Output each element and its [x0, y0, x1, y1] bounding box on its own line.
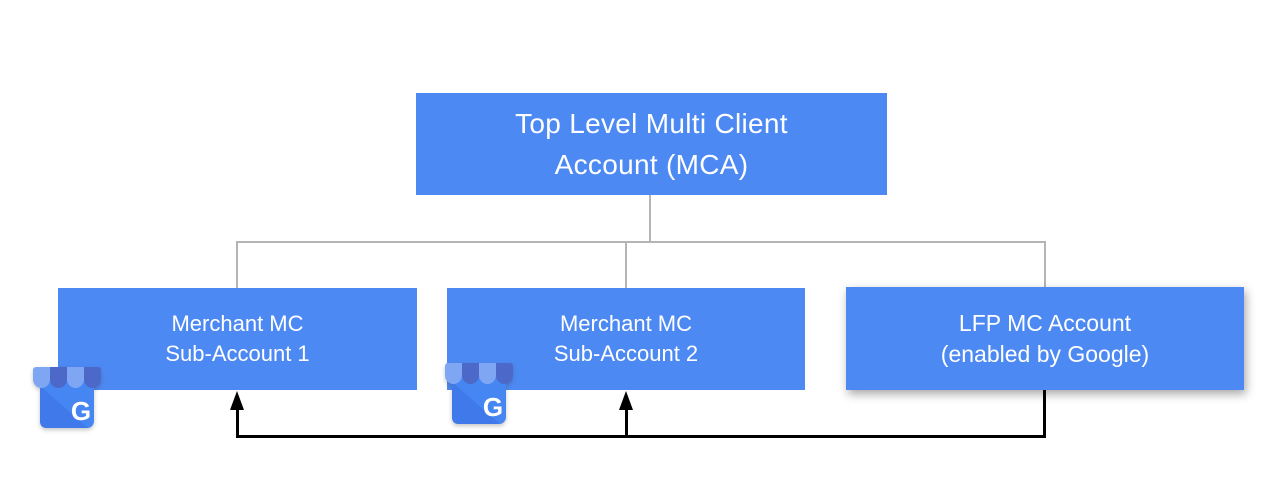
arrow-up-icon-sub2 — [619, 391, 633, 410]
tree-connector-horizontal — [236, 241, 1046, 243]
storefront-fold — [40, 386, 88, 428]
node-label-line: Merchant MC — [171, 311, 304, 336]
storefront-fold — [452, 382, 500, 424]
business-profile-icon: G — [33, 367, 101, 428]
business-profile-icon: G — [445, 363, 513, 424]
tree-connector-drop-sub1 — [236, 241, 238, 288]
node-label-line: Account (MCA) — [554, 149, 749, 180]
awning-stripe — [479, 363, 496, 384]
flow-line-up-sub2 — [625, 406, 628, 437]
awning-stripe — [67, 367, 84, 388]
node-label-line: Sub-Account 2 — [553, 341, 699, 366]
node-top-level-mca: Top Level Multi Client Account (MCA) — [416, 93, 887, 195]
flow-line-horizontal — [236, 435, 1046, 438]
arrow-up-icon-sub1 — [230, 391, 244, 410]
node-label-line: (enabled by Google) — [940, 340, 1150, 367]
node-label-line: LFP MC Account — [958, 309, 1132, 336]
awning-stripe — [445, 363, 462, 384]
google-g-letter: G — [483, 392, 503, 422]
node-label-line: Sub-Account 1 — [165, 341, 310, 366]
node-merchant-sub-account-1: Merchant MC Sub-Account 1 — [58, 288, 417, 390]
awning-stripe — [462, 363, 479, 384]
awning-stripe — [84, 367, 101, 388]
tree-connector-drop-lfp — [1044, 241, 1046, 288]
node-label-line: Merchant MC — [559, 311, 693, 336]
node-lfp-mc-account: LFP MC Account (enabled by Google) — [846, 287, 1244, 390]
google-g-letter: G — [71, 396, 91, 426]
flow-line-up-sub1 — [236, 406, 239, 437]
flow-line-lfp-down — [1043, 390, 1046, 438]
node-label-line: Top Level Multi Client — [515, 108, 788, 139]
tree-connector-root-drop — [649, 195, 651, 241]
tree-connector-drop-sub2 — [625, 241, 627, 288]
awning-stripe — [496, 363, 513, 384]
awning-stripe — [50, 367, 67, 388]
awning-stripe — [33, 367, 50, 388]
